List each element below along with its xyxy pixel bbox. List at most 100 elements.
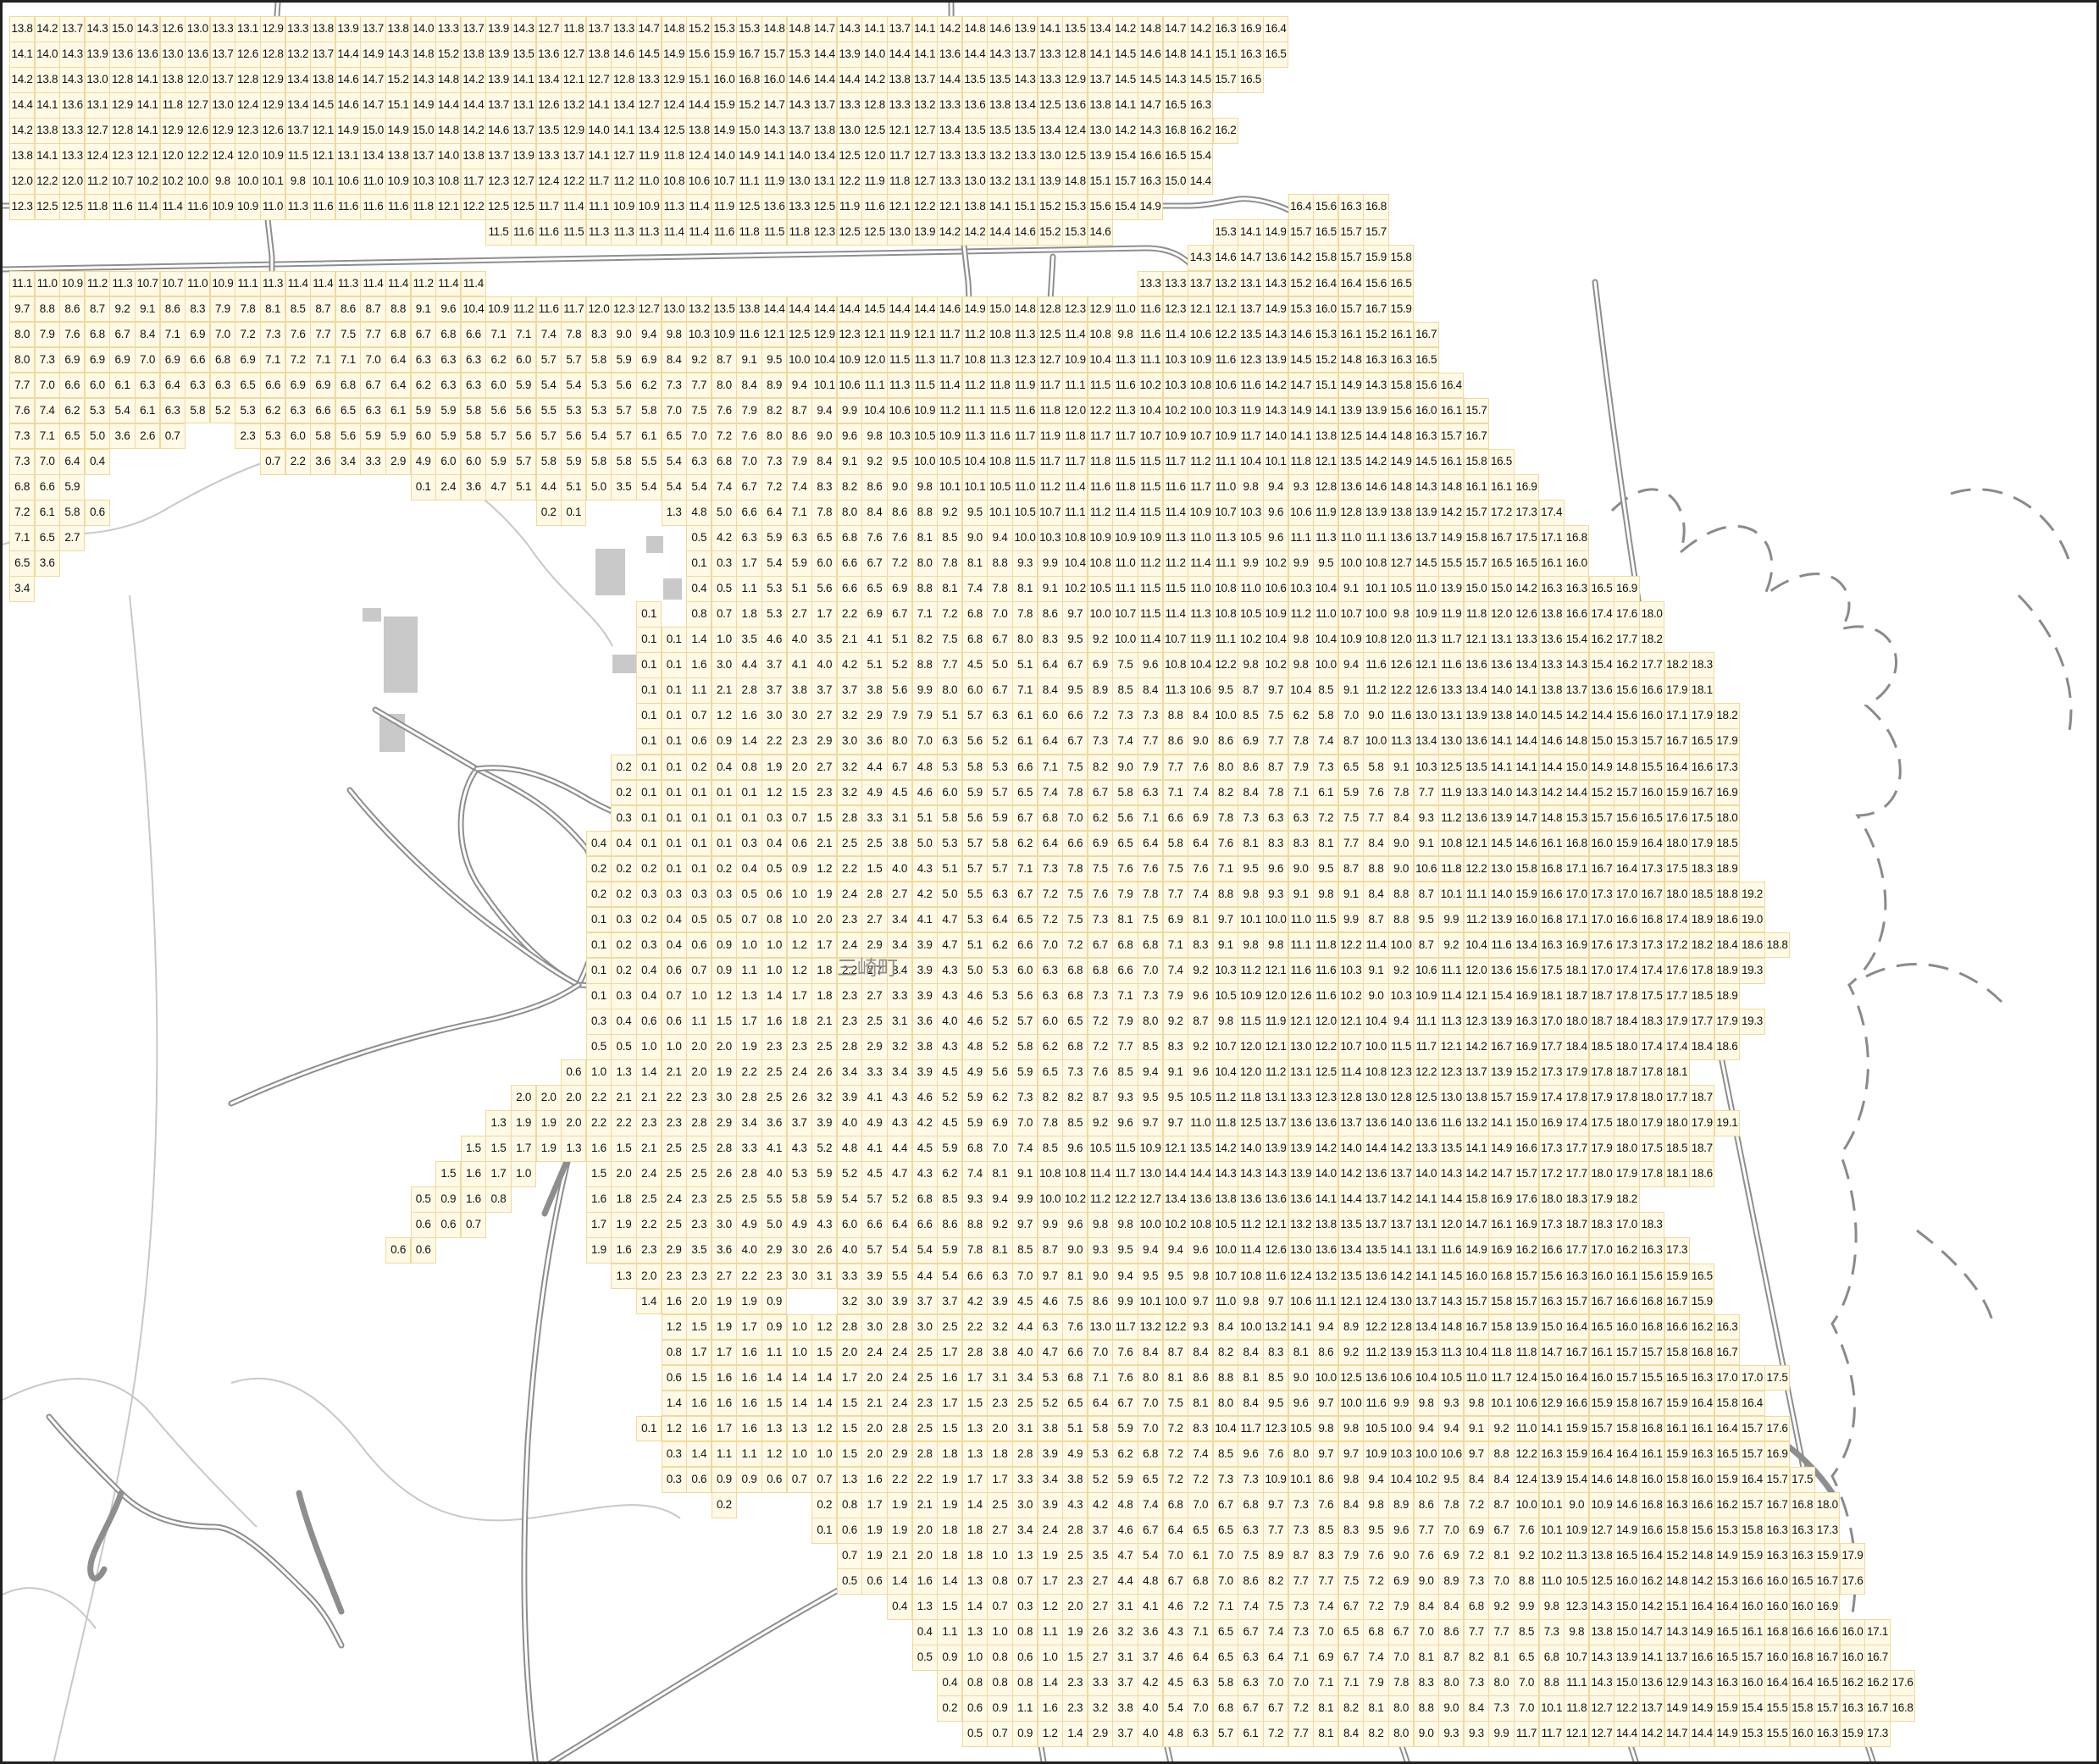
- grid-cell: 4.4: [1012, 1313, 1038, 1341]
- grid-cell: 6.9: [1438, 1543, 1465, 1569]
- grid-cell: 14.9: [360, 41, 386, 68]
- grid-cell: 10.0: [1363, 728, 1389, 755]
- grid-cell: 2.3: [1062, 1695, 1088, 1722]
- grid-cell: 12.2: [34, 169, 60, 195]
- grid-cell: 0.2: [585, 881, 612, 908]
- grid-cell: 17.0: [1564, 881, 1590, 908]
- grid-cell: 16.0: [1764, 1645, 1791, 1671]
- grid-cell: 1.3: [961, 1568, 988, 1595]
- grid-cell: 7.1: [34, 423, 60, 450]
- grid-cell: 17.4: [1664, 1034, 1690, 1060]
- grid-cell: 13.9: [485, 41, 512, 68]
- grid-cell: 8.9: [762, 372, 788, 399]
- grid-cell: 6.4: [1037, 652, 1063, 678]
- building: [646, 536, 663, 553]
- grid-cell: 12.1: [887, 194, 913, 220]
- grid-cell: 12.7: [1388, 550, 1415, 577]
- grid-cell: 14.2: [1388, 1186, 1415, 1213]
- grid-cell: 9.6: [1238, 1441, 1264, 1468]
- grid-cell: 3.7: [811, 677, 838, 704]
- grid-cell: 14.1: [1413, 1186, 1439, 1213]
- grid-cell: 12.9: [1664, 1670, 1690, 1696]
- grid-cell: 8.4: [1438, 1594, 1465, 1620]
- grid-cell: 15.8: [1614, 1390, 1640, 1417]
- grid-cell: 4.0: [937, 1009, 963, 1035]
- grid-cell: 1.6: [736, 1415, 762, 1442]
- grid-cell: 1.7: [686, 1339, 712, 1366]
- grid-cell: 9.9: [1388, 1390, 1415, 1417]
- grid-cell: 5.9: [1337, 779, 1364, 806]
- grid-cell: 5.0: [987, 652, 1013, 678]
- grid-cell: 11.8: [410, 194, 436, 220]
- grid-cell: 8.4: [1188, 1339, 1214, 1366]
- grid-cell: 14.1: [9, 41, 36, 68]
- grid-cell: 6.0: [1037, 703, 1063, 730]
- grid-cell: 6.4: [1087, 1390, 1113, 1417]
- grid-cell: 14.7: [1162, 16, 1188, 42]
- grid-cell: 10.7: [1162, 627, 1188, 653]
- grid-cell: 12.1: [1263, 1212, 1289, 1239]
- grid-cell: 13.2: [686, 296, 712, 323]
- grid-cell: 15.4: [1739, 1695, 1765, 1722]
- grid-cell: 9.7: [1263, 1288, 1289, 1315]
- grid-cell: 17.3: [1588, 881, 1614, 908]
- grid-cell: 7.7: [1162, 881, 1188, 908]
- grid-cell: 15.7: [1337, 219, 1364, 246]
- grid-cell: 13.7: [360, 16, 386, 42]
- grid-cell: 14.8: [1388, 423, 1415, 450]
- grid-cell: 4.3: [786, 1136, 812, 1162]
- grid-cell: 12.2: [1337, 932, 1364, 959]
- grid-cell: 18.0: [1639, 1085, 1665, 1111]
- grid-cell: 11.7: [1438, 627, 1465, 653]
- grid-cell: 12.4: [686, 143, 712, 169]
- grid-cell: 1.8: [961, 1518, 988, 1544]
- grid-cell: 13.9: [1337, 397, 1364, 424]
- grid-cell: 0.7: [811, 1466, 838, 1493]
- grid-cell: 16.7: [1488, 1034, 1515, 1060]
- grid-cell: 8.4: [1363, 881, 1389, 908]
- grid-cell: 0.6: [561, 1059, 587, 1086]
- grid-cell: 7.0: [1388, 1645, 1415, 1671]
- grid-cell: 10.1: [1263, 448, 1289, 475]
- grid-cell: 12.3: [1238, 346, 1264, 373]
- grid-cell: 14.6: [1588, 1466, 1614, 1493]
- grid-cell: 10.0: [1413, 1441, 1439, 1468]
- grid-cell: 13.8: [1463, 1085, 1489, 1111]
- grid-cell: 9.9: [1037, 1212, 1063, 1239]
- grid-cell: 16.9: [1238, 16, 1264, 42]
- grid-cell: 0.6: [762, 1466, 788, 1493]
- grid-cell: 12.3: [1463, 1009, 1489, 1035]
- grid-cell: 2.1: [811, 830, 838, 857]
- grid-cell: 9.2: [1188, 957, 1214, 984]
- grid-cell: 14.0: [1388, 1110, 1415, 1136]
- grid-cell: 16.0: [1764, 1594, 1791, 1620]
- road-inner: [47, 1415, 343, 1647]
- grid-cell: 8.8: [34, 296, 60, 323]
- grid-cell: 1.6: [937, 1364, 963, 1391]
- grid-cell: 9.6: [836, 423, 862, 450]
- grid-cell: 14.8: [1664, 1568, 1690, 1595]
- grid-cell: 13.1: [235, 16, 261, 42]
- grid-cell: 1.1: [736, 576, 762, 602]
- grid-cell: 14.4: [1614, 1721, 1640, 1748]
- grid-cell: 10.5: [1238, 525, 1264, 551]
- grid-cell: 4.3: [911, 1161, 938, 1187]
- grid-cell: 11.2: [84, 169, 110, 195]
- grid-cell: 6.3: [1138, 779, 1164, 806]
- grid-cell: 4.8: [961, 1034, 988, 1060]
- grid-cell: 1.9: [937, 1466, 963, 1493]
- grid-cell: 11.0: [1012, 473, 1038, 500]
- grid-cell: 6.3: [686, 448, 712, 475]
- grid-cell: 7.7: [1488, 1619, 1515, 1645]
- grid-cell: 5.9: [561, 448, 587, 475]
- grid-cell: 14.3: [1588, 1594, 1614, 1620]
- grid-cell: 1.4: [961, 1491, 988, 1518]
- grid-cell: 2.0: [911, 1543, 938, 1569]
- grid-cell: 15.3: [1212, 219, 1238, 246]
- grid-cell: 7.3: [1037, 855, 1063, 882]
- grid-cell: 7.0: [135, 346, 161, 373]
- grid-cell: 9.2: [1488, 1594, 1515, 1620]
- grid-cell: 15.2: [1037, 194, 1063, 220]
- grid-cell: 9.0: [1363, 982, 1389, 1009]
